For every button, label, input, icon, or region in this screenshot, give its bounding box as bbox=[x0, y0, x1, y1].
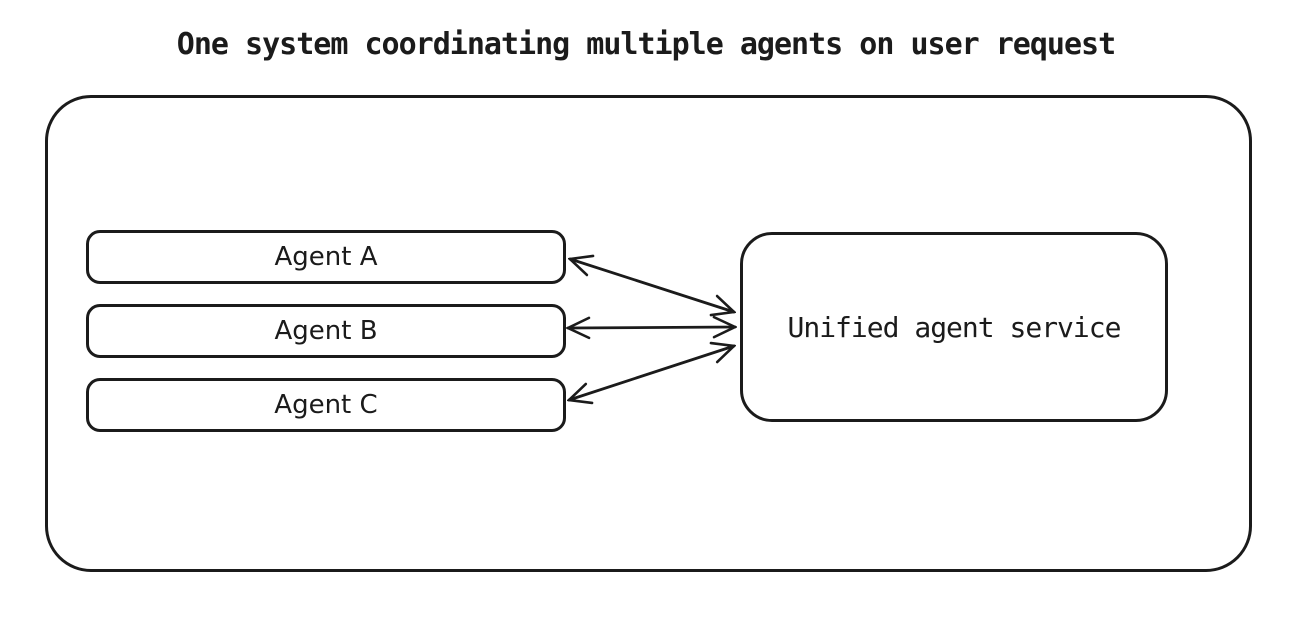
agent-c-box: Agent C bbox=[86, 378, 566, 432]
system-boundary-frame bbox=[45, 95, 1252, 572]
agent-c-label: Agent C bbox=[274, 390, 378, 420]
diagram-title: One system coordinating multiple agents … bbox=[176, 27, 1116, 62]
agent-a-box: Agent A bbox=[86, 230, 566, 284]
agent-b-label: Agent B bbox=[274, 316, 378, 346]
agent-b-box: Agent B bbox=[86, 304, 566, 358]
unified-agent-service-box: Unified agent service bbox=[740, 232, 1168, 422]
unified-agent-service-label: Unified agent service bbox=[787, 310, 1121, 344]
agent-a-label: Agent A bbox=[274, 242, 378, 272]
